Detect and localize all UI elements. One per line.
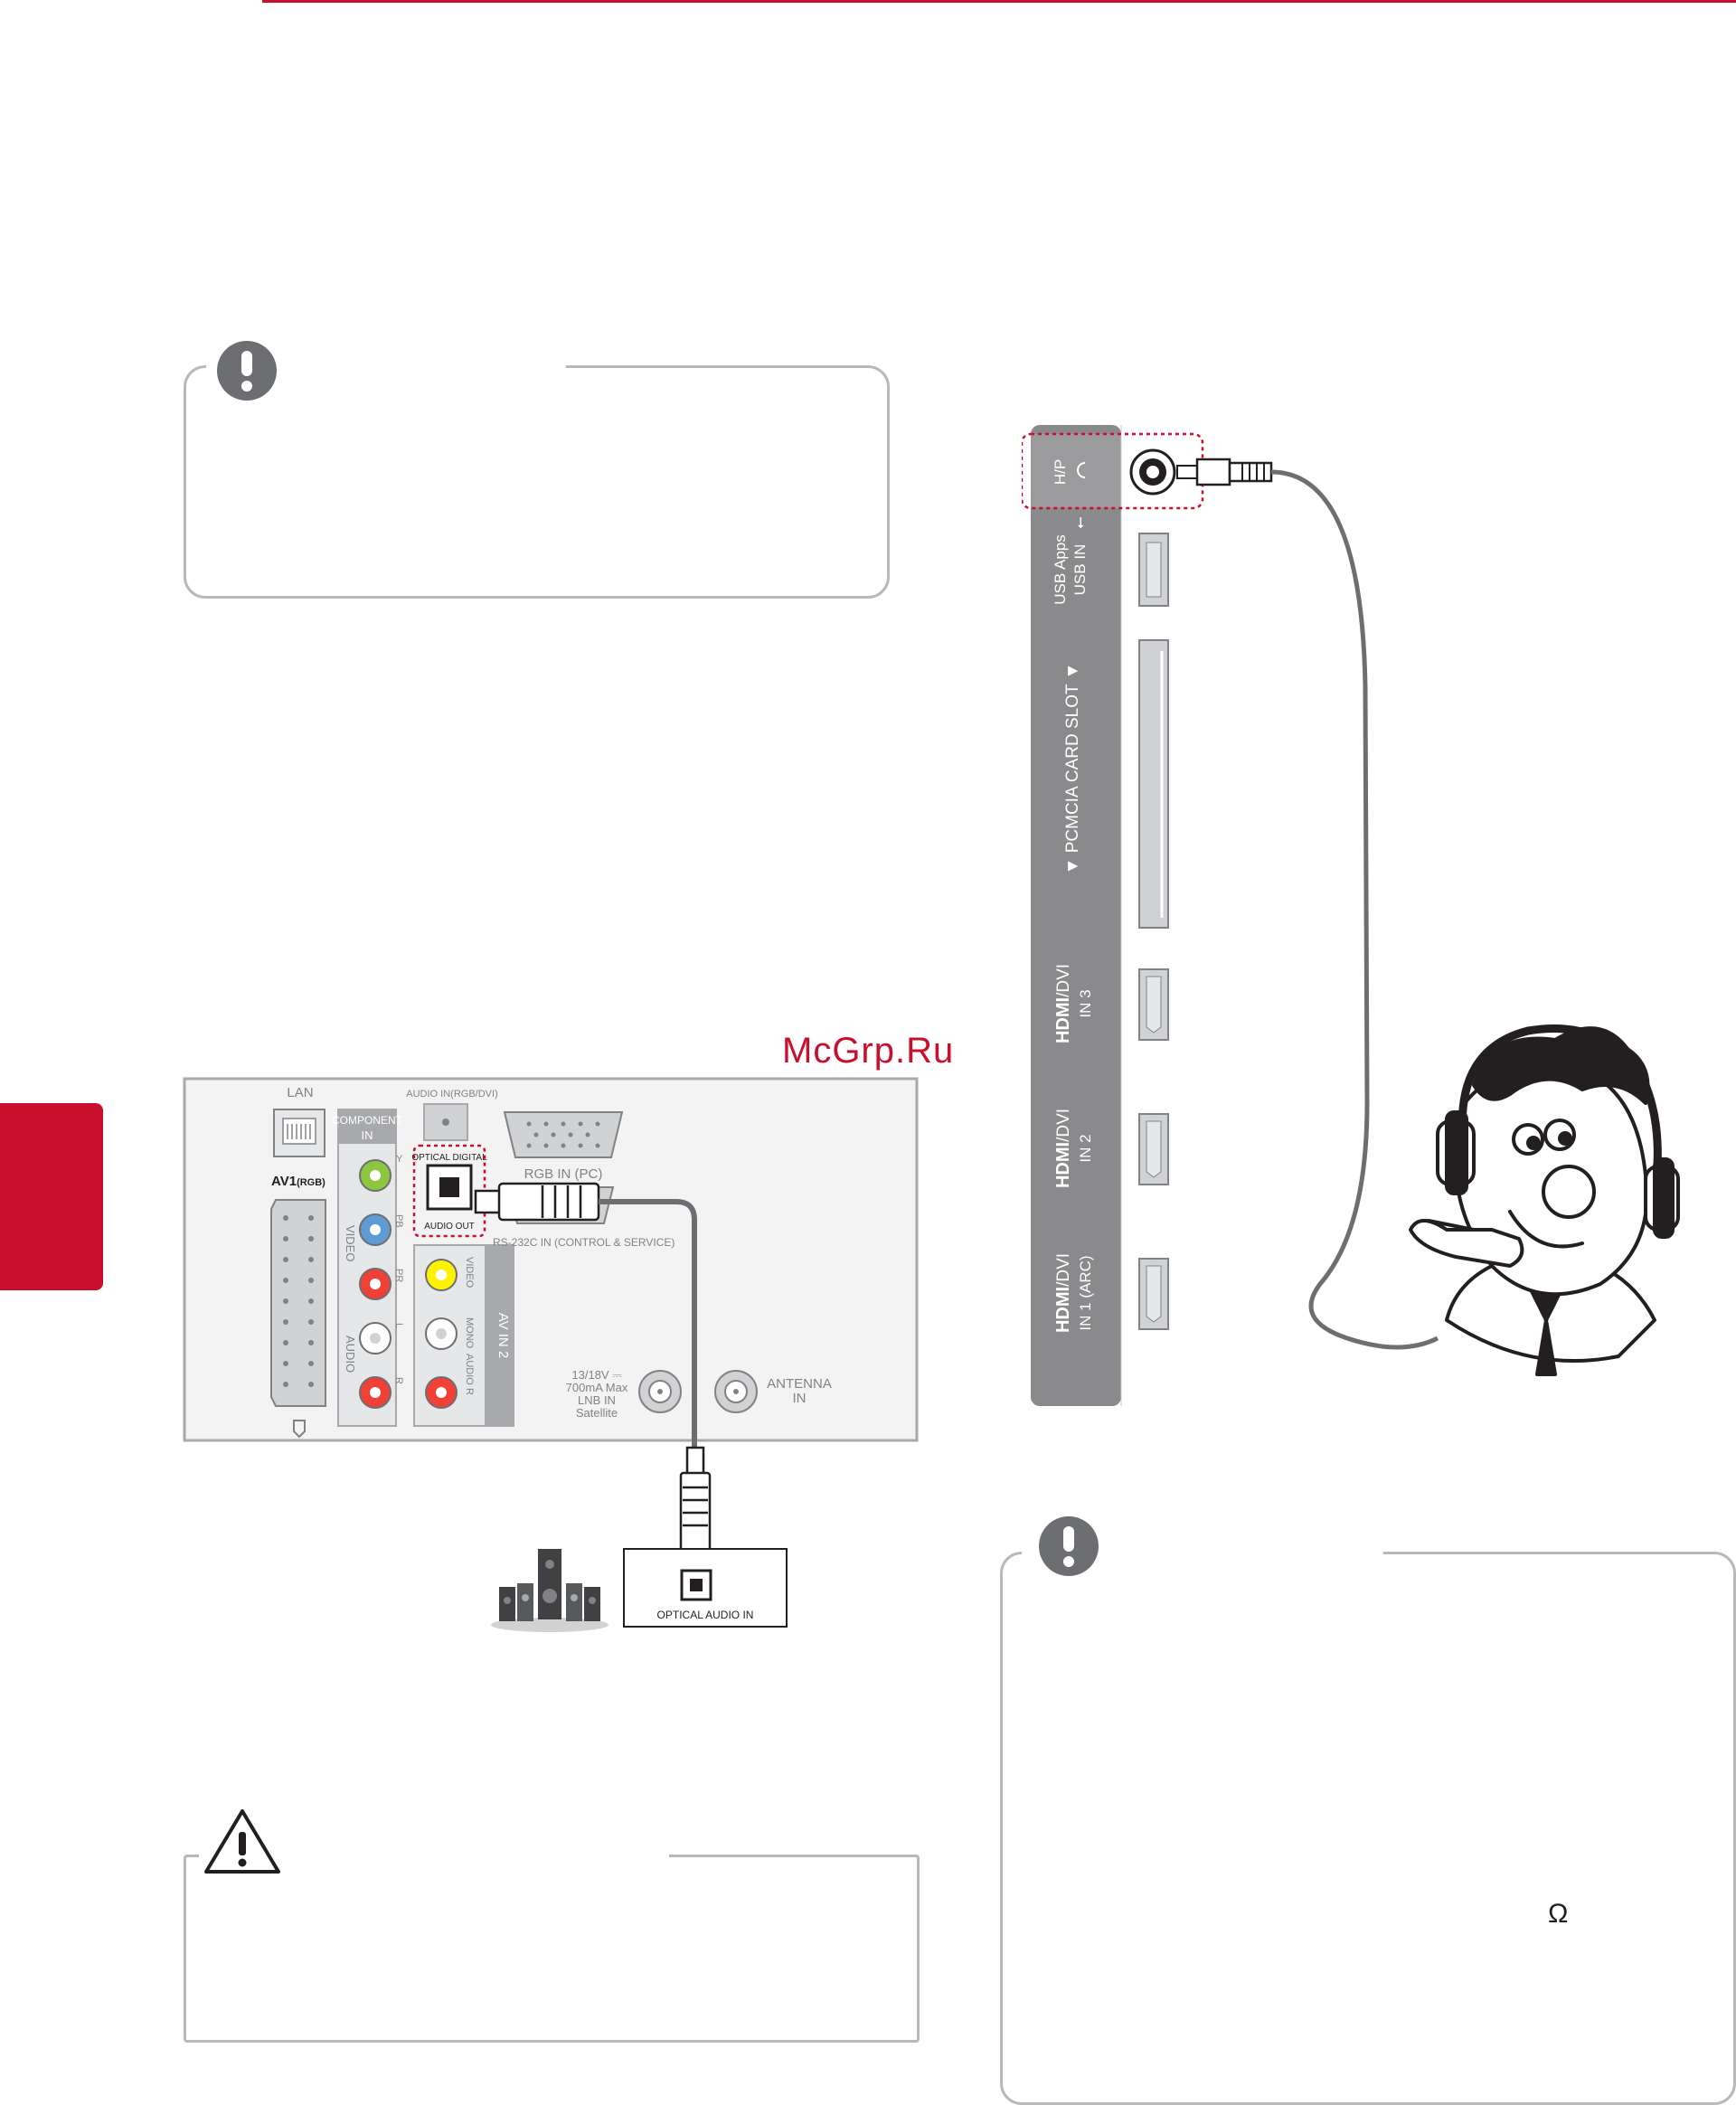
- note-box-top-gap: [206, 357, 566, 372]
- antenna-in-label: IN: [793, 1391, 807, 1406]
- av-in-2-label: AV IN 2: [495, 1313, 511, 1359]
- headphone-symbol-icon: [1077, 462, 1086, 478]
- optical-audio-in-label: OPTICAL AUDIO IN: [657, 1609, 754, 1621]
- svg-text:Satellite: Satellite: [576, 1406, 618, 1420]
- usb-trident-icon: ⭠: [1071, 516, 1089, 529]
- pcmcia-card-slot: [1138, 639, 1169, 929]
- side-panel-illustration: H/P USB Apps USB IN ⭠ ▼ PCMCIA CARD SLOT…: [1022, 425, 1680, 1406]
- note-box-bottom: [1000, 1552, 1736, 2105]
- svg-text:PR: PR: [393, 1269, 404, 1282]
- ohm-symbol: Ω: [1548, 1899, 1569, 1929]
- note-box-bottom-gap: [1022, 1543, 1383, 1557]
- hp-label: H/P: [1052, 459, 1069, 485]
- optical-plug: [474, 1189, 503, 1214]
- svg-text:MONO: MONO: [464, 1317, 475, 1349]
- component-in-label: IN: [362, 1128, 373, 1142]
- scart-connector: [270, 1199, 326, 1407]
- optical-digital-label: OPTICAL DIGITAL: [411, 1153, 487, 1163]
- note-box-top: [184, 365, 890, 599]
- antenna-label: ANTENNA: [767, 1376, 832, 1392]
- svg-text:PB: PB: [393, 1214, 404, 1228]
- optical-out-port: [426, 1164, 473, 1211]
- headphone-cable: [1270, 469, 1439, 1350]
- svg-text:L: L: [393, 1323, 404, 1328]
- rs232c-label: RS-232C IN (CONTROL & SERVICE): [493, 1236, 675, 1249]
- rgb-in-pc-label: RGB IN (PC): [524, 1166, 603, 1182]
- hdmi-3-label: HDMI/DVI: [1053, 964, 1073, 1043]
- optical-cable: [599, 1199, 697, 1451]
- pcmcia-label: ▼ PCMCIA CARD SLOT ▼: [1063, 663, 1082, 875]
- svg-text:700mA Max: 700mA Max: [566, 1381, 628, 1394]
- person-with-headphones-illustration: [1409, 1024, 1680, 1376]
- usb-in-label: USB IN: [1071, 544, 1089, 596]
- side-panel-strip: [1031, 425, 1121, 1406]
- video-bracket-label: VIDEO: [344, 1225, 357, 1261]
- speaker-system-icon: [491, 1549, 609, 1632]
- hdmi-2-label: HDMI/DVI: [1053, 1109, 1073, 1188]
- hdmi-2-in-label: IN 2: [1077, 1134, 1094, 1162]
- svg-text:LNB IN: LNB IN: [578, 1393, 616, 1407]
- warning-triangle-icon: [204, 1809, 280, 1874]
- scart-pins: [283, 1215, 314, 1387]
- usb-apps-label: USB Apps: [1052, 534, 1069, 605]
- audio-out-label: AUDIO OUT: [424, 1222, 475, 1232]
- chapter-tab: [0, 1103, 103, 1290]
- audio-bracket-label: AUDIO: [344, 1336, 357, 1373]
- exclamation-circle-icon: [213, 337, 280, 404]
- caution-box-gap: [199, 1846, 669, 1861]
- svg-text:13/18V ⎓: 13/18V ⎓: [571, 1368, 621, 1382]
- lan-label: LAN: [287, 1085, 313, 1100]
- headphone-plug: [1176, 465, 1198, 479]
- back-panel-illustration: LAN AV1(RGB) AUDIO IN(RGB/DVI) COMPONENT…: [183, 1077, 919, 1632]
- optical-audio-in-device: [623, 1548, 788, 1628]
- caution-box: [184, 1855, 920, 2043]
- hdmi-3-in-label: IN 3: [1077, 989, 1094, 1017]
- svg-text:R: R: [464, 1388, 475, 1395]
- audio-in-rgb-dvi-label: AUDIO IN(RGB/DVI): [406, 1089, 497, 1100]
- svg-text:VIDEO: VIDEO: [464, 1257, 475, 1288]
- header-rule: [262, 0, 1736, 3]
- svg-text:AUDIO: AUDIO: [464, 1354, 475, 1385]
- scart-symbol-icon: [293, 1420, 306, 1439]
- watermark: McGrp.Ru: [782, 1031, 955, 1071]
- svg-text:R: R: [393, 1377, 404, 1384]
- exclamation-circle-icon: [1035, 1513, 1102, 1580]
- optical-digital-port-box: [412, 1144, 486, 1238]
- rgb-in-pc-port: [503, 1111, 624, 1158]
- av1-label: AV1(RGB): [271, 1174, 326, 1189]
- component-label: COMPONENT: [332, 1114, 403, 1127]
- hdmi-1-label: HDMI/DVI: [1053, 1253, 1073, 1333]
- svg-text:Y: Y: [396, 1154, 403, 1165]
- hdmi-1-in-label: IN 1 (ARC): [1077, 1255, 1094, 1330]
